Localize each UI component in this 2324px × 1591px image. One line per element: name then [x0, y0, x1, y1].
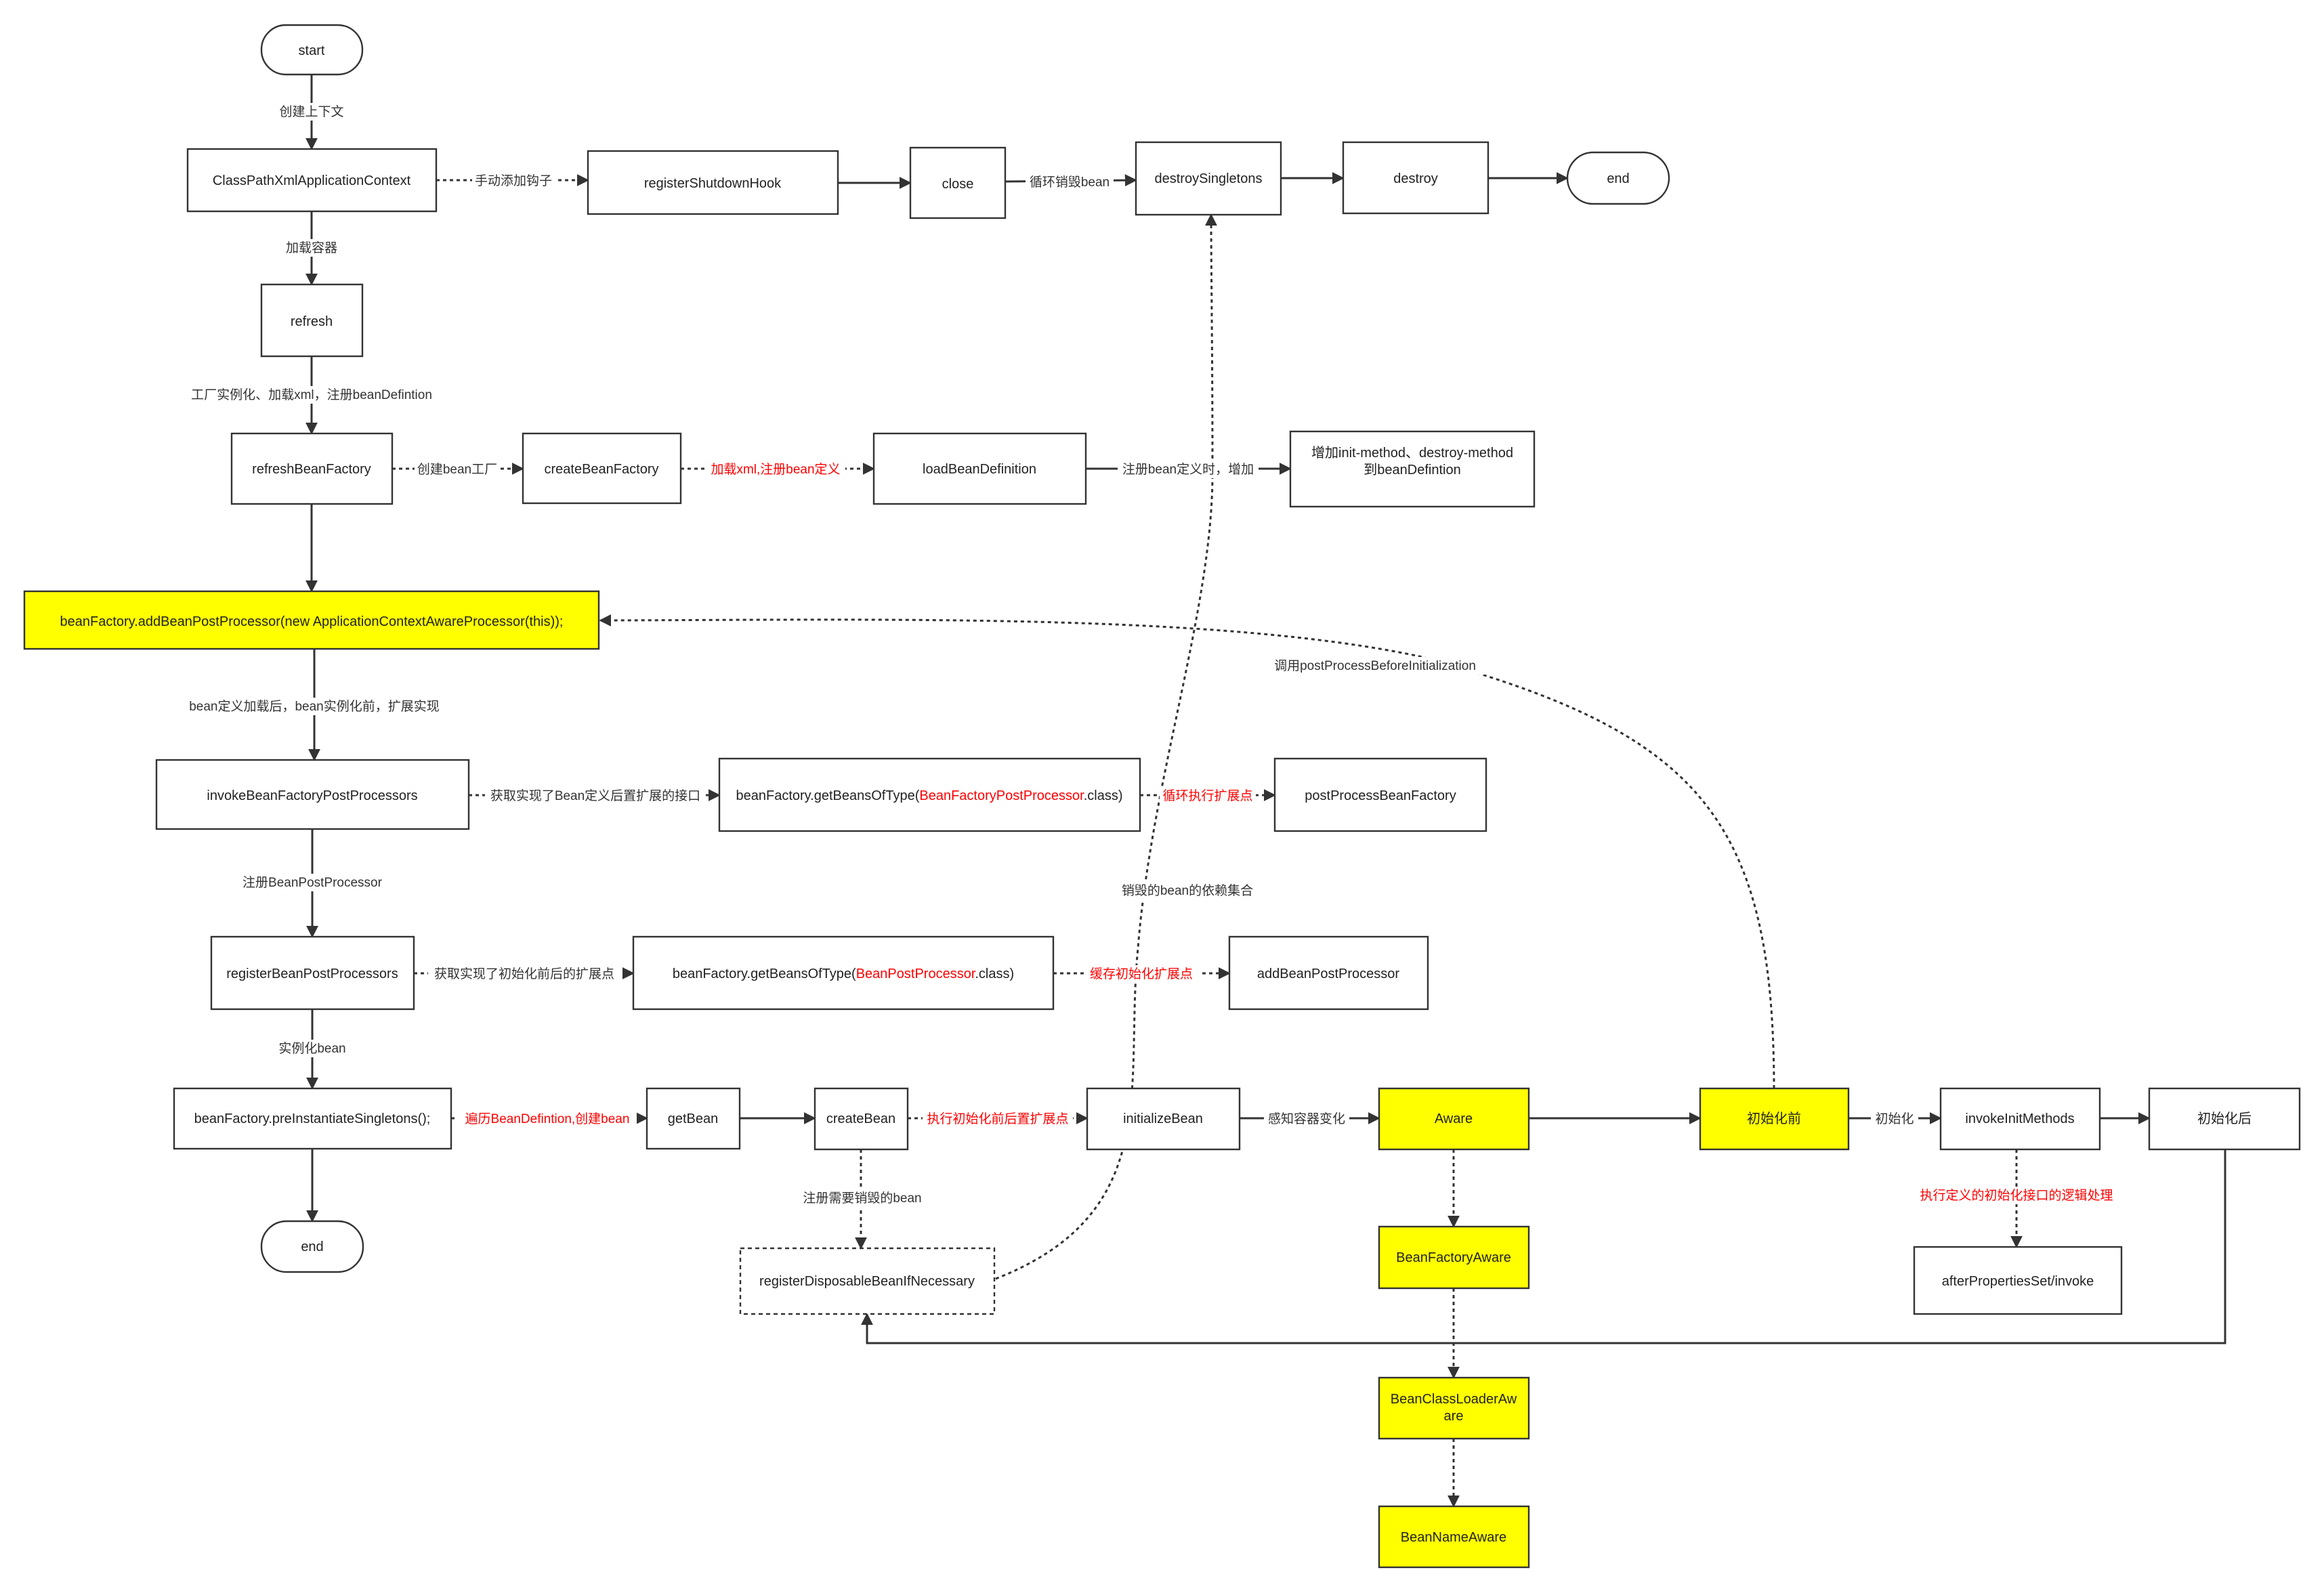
- node-createbf-label: createBeanFactory: [545, 462, 659, 477]
- node-before-init[interactable]: 初始化前: [1699, 1087, 1850, 1151]
- node-pre-instantiate-singletons[interactable]: beanFactory.preInstantiateSingletons();: [173, 1087, 452, 1150]
- node-get-beans-of-type-bfpp[interactable]: beanFactory.getBeansOfType(BeanFactoryPo…: [718, 757, 1141, 832]
- node-register-disposable-bean[interactable]: registerDisposableBeanIfNecessary: [739, 1247, 996, 1315]
- node-createbean-label: createBean: [826, 1111, 895, 1126]
- node-invoke-bean-factory-post-processors[interactable]: invokeBeanFactoryPostProcessors: [155, 759, 470, 830]
- node-afterinit-label: 初始化后: [2197, 1111, 2252, 1126]
- node-bfaware-label: BeanFactoryAware: [1396, 1250, 1511, 1265]
- edge-label-iterate-defs: 遍历BeanDefintion,创建bean: [465, 1111, 630, 1126]
- node-addbpp2-label: addBeanPostProcessor: [1257, 967, 1399, 981]
- edge-label-after-definition: bean定义加载后，bean实例化前，扩展实现: [189, 699, 440, 714]
- node-aps-label: afterPropertiesSet/invoke: [1942, 1274, 2094, 1289]
- edge-label-init: 初始化: [1875, 1111, 1914, 1126]
- node-addinit-label-2: 到beanDefintion: [1364, 462, 1460, 478]
- edge-regdisp-to-destroysingletons: [995, 213, 1218, 1280]
- node-initialize-bean[interactable]: initializeBean: [1086, 1087, 1241, 1151]
- edge-label-aware-change: 感知容器变化: [1268, 1111, 1345, 1126]
- node-start-label: start: [299, 43, 325, 58]
- edge-label-register-bpp: 注册BeanPostProcessor: [242, 875, 383, 890]
- node-bclaware-label-2: are: [1444, 1409, 1464, 1424]
- edge-label-instantiate-bean: 实例化bean: [278, 1041, 345, 1056]
- edge-label-loop-destroy: 循环销毁bean: [1030, 175, 1110, 190]
- node-invokeinit-label: invokeInitMethods: [1965, 1111, 2074, 1126]
- node-getbot2-label: beanFactory.getBeansOfType(BeanPostProce…: [673, 967, 1014, 981]
- node-close-label: close: [942, 177, 974, 192]
- node-bean-name-aware[interactable]: BeanNameAware: [1378, 1505, 1530, 1569]
- node-refreshbf-label: refreshBeanFactory: [252, 462, 371, 477]
- node-create-bean[interactable]: createBean: [814, 1087, 909, 1151]
- node-get-beans-of-type-bpp[interactable]: beanFactory.getBeansOfType(BeanPostProce…: [632, 935, 1055, 1011]
- node-close[interactable]: close: [909, 146, 1007, 219]
- edge-label-exec-extension: 执行初始化前后置扩展点: [927, 1111, 1068, 1126]
- node-bnaware-label: BeanNameAware: [1401, 1530, 1506, 1545]
- node-invoke-init-methods[interactable]: invokeInitMethods: [1939, 1087, 2101, 1151]
- node-add-init-destroy-method[interactable]: 增加init-method、destroy-method 到beanDefint…: [1289, 430, 1536, 508]
- edge-label-call-before-init: 调用postProcessBeforeInitialization: [1274, 658, 1476, 673]
- node-aware[interactable]: Aware: [1378, 1087, 1530, 1151]
- node-end-bottom[interactable]: end: [260, 1220, 364, 1273]
- edge-label-register-need: 注册需要销毁的bean: [803, 1191, 921, 1206]
- edge-label-exec-custom: 执行定义的初始化接口的逻辑处理: [1920, 1188, 2113, 1203]
- node-end-top[interactable]: end: [1566, 151, 1670, 205]
- node-destroy[interactable]: destroy: [1342, 141, 1490, 215]
- node-refresh-bean-factory[interactable]: refreshBeanFactory: [230, 432, 394, 505]
- edge-label-factory-instantiate: 工厂实例化、加载xml，注册beanDefintion: [191, 387, 432, 402]
- node-after-properties-set[interactable]: afterPropertiesSet/invoke: [1913, 1246, 2123, 1315]
- node-start[interactable]: start: [260, 24, 364, 76]
- node-bean-factory-aware[interactable]: BeanFactoryAware: [1378, 1225, 1530, 1290]
- edge-labels: 创建上下文 手动添加钩子 循环销毁bean 加载容器 工厂实例化、加载xml，注…: [182, 103, 2123, 1207]
- node-destroysingletons-label: destroySingletons: [1155, 171, 1263, 186]
- edge-label-load-container: 加载容器: [286, 240, 337, 255]
- node-end-top-label: end: [1607, 171, 1629, 186]
- edge-afterinit-to-regdisp: [861, 1149, 2226, 1344]
- node-getbot1-label: beanFactory.getBeansOfType(BeanFactoryPo…: [736, 788, 1122, 803]
- node-refresh-label: refresh: [291, 314, 333, 329]
- node-end-bottom-label: end: [301, 1239, 323, 1254]
- node-destroy-label: destroy: [1393, 171, 1438, 186]
- edge-label-loop-execute: 循环执行扩展点: [1162, 788, 1252, 803]
- node-register-shutdown-hook[interactable]: registerShutdownHook: [587, 150, 839, 215]
- node-preinst-label: beanFactory.preInstantiateSingletons();: [194, 1111, 431, 1126]
- node-destroy-singletons[interactable]: destroySingletons: [1135, 141, 1282, 216]
- node-loaddef-label: loadBeanDefinition: [923, 462, 1036, 477]
- node-regdisp-label: registerDisposableBeanIfNecessary: [759, 1274, 975, 1289]
- node-addinit-label-1: 增加init-method、destroy-method: [1311, 445, 1513, 461]
- node-bean-class-loader-aware[interactable]: BeanClassLoaderAw are: [1378, 1376, 1530, 1440]
- node-register-bean-post-processors[interactable]: registerBeanPostProcessors: [210, 935, 415, 1011]
- node-after-init[interactable]: 初始化后: [2148, 1087, 2301, 1151]
- node-add-bean-post-processor-highlight[interactable]: beanFactory.addBeanPostProcessor(new App…: [23, 590, 600, 650]
- edge-label-register-def: 注册bean定义时，增加: [1122, 462, 1254, 477]
- node-refresh[interactable]: refresh: [260, 283, 364, 358]
- node-cpxac-label: ClassPathXmlApplicationContext: [213, 173, 411, 188]
- node-beforeinit-label: 初始化前: [1747, 1111, 1801, 1126]
- node-rbpp-label: registerBeanPostProcessors: [226, 967, 398, 981]
- edge-label-get-bpp: 获取实现了初始化前后的扩展点: [434, 967, 614, 981]
- edge-label-create-context: 创建上下文: [279, 104, 343, 119]
- node-pbf-label: postProcessBeanFactory: [1305, 788, 1456, 803]
- node-getbean-label: getBean: [668, 1111, 719, 1126]
- edge-label-load-xml: 加载xml,注册bean定义: [711, 462, 840, 477]
- node-add-bean-post-processor[interactable]: addBeanPostProcessor: [1228, 935, 1429, 1011]
- node-initbean-label: initializeBean: [1123, 1111, 1203, 1126]
- node-classpath-xml-application-context[interactable]: ClassPathXmlApplicationContext: [186, 148, 438, 213]
- node-bclaware-label-1: BeanClassLoaderAw: [1391, 1392, 1517, 1407]
- node-aware-label: Aware: [1435, 1111, 1473, 1126]
- node-load-bean-definition[interactable]: loadBeanDefinition: [872, 432, 1087, 505]
- edge-beforeinit-to-addbpp: [599, 614, 1775, 1089]
- edge-label-get-bfpp: 获取实现了Bean定义后置扩展的接口: [490, 788, 700, 803]
- node-post-process-bean-factory[interactable]: postProcessBeanFactory: [1273, 757, 1487, 832]
- edge-label-manual-hook: 手动添加钩子: [475, 173, 552, 188]
- node-create-bean-factory[interactable]: createBeanFactory: [522, 432, 682, 505]
- edge-label-cache-bpp: 缓存初始化扩展点: [1090, 967, 1193, 981]
- node-addbpp-label: beanFactory.addBeanPostProcessor(new App…: [60, 614, 564, 629]
- node-rsh-label: registerShutdownHook: [644, 176, 782, 191]
- edge-label-create-factory: 创建bean工厂: [417, 462, 497, 477]
- edge-label-destroy-deps: 销毁的bean的依赖集合: [1122, 883, 1253, 898]
- node-get-bean[interactable]: getBean: [646, 1087, 741, 1150]
- nodes: start ClassPathXmlApplicationContext reg…: [23, 24, 2301, 1569]
- node-ibfpp-label: invokeBeanFactoryPostProcessors: [207, 788, 417, 803]
